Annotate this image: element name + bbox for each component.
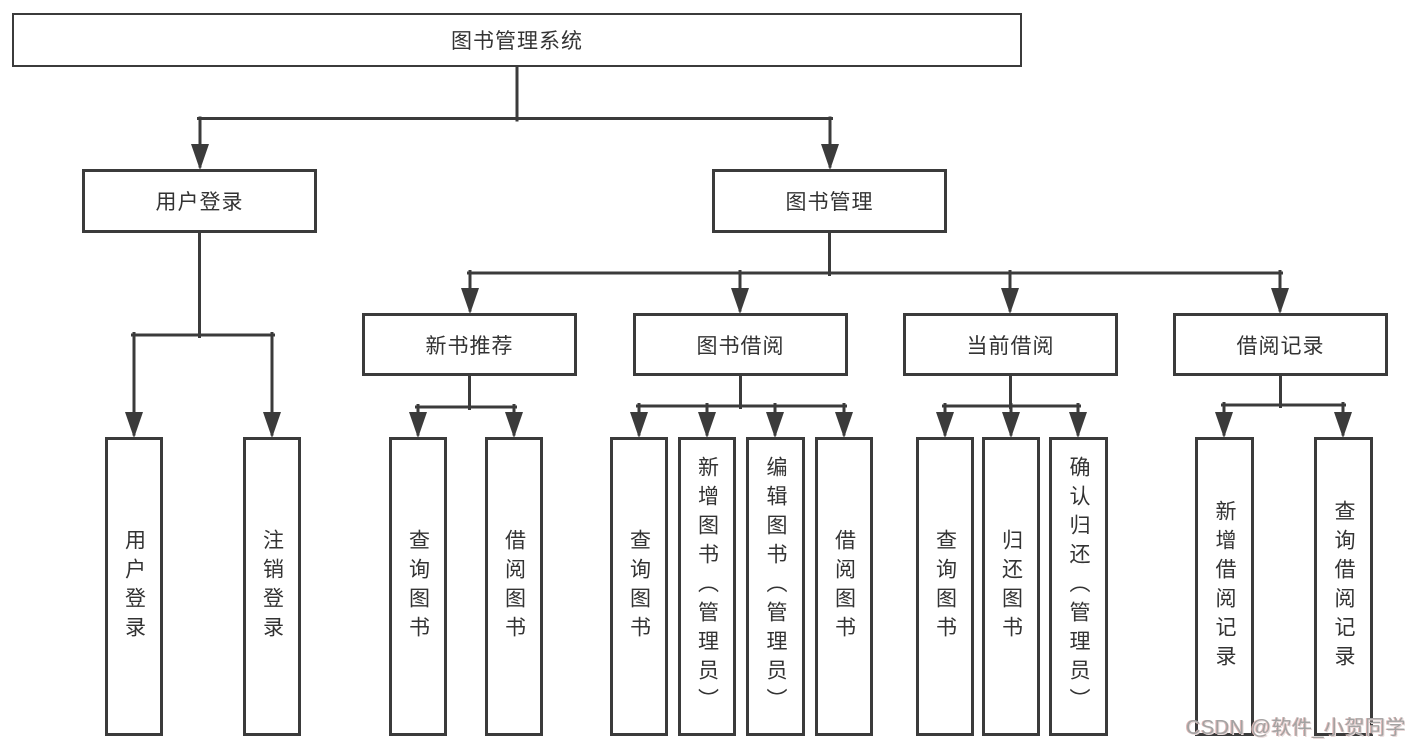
node-label: 图书管理 xyxy=(785,191,874,214)
arrow-down-icon xyxy=(1334,412,1352,438)
connector-bookmgmt-to-level3 xyxy=(467,231,1283,312)
node-label: 查询图书 xyxy=(406,528,430,645)
node-library-system: 图书管理系统 xyxy=(12,13,1022,67)
arrow-down-icon xyxy=(821,144,839,170)
node-book-management: 图书管理 xyxy=(712,169,947,233)
node-label: 借阅记录 xyxy=(1236,334,1325,358)
leaf-confirm-return-admin: 确认归还（管理员） xyxy=(1049,437,1108,736)
leaf-edit-books-admin: 编辑图书（管理员） xyxy=(746,437,805,736)
connector-userlogin-to-leaves xyxy=(131,231,275,436)
node-label: 新增图书（管理员） xyxy=(695,456,719,717)
connector-root-to-level2 xyxy=(197,65,833,168)
node-label: 借阅图书 xyxy=(502,528,526,645)
node-label: 图书借阅 xyxy=(696,334,785,358)
arrow-down-icon xyxy=(125,412,143,438)
arrow-down-icon xyxy=(1001,288,1019,314)
leaf-query-books-borrow: 查询图书 xyxy=(610,437,668,736)
node-label: 查询图书 xyxy=(627,528,651,645)
node-label: 用户登录 xyxy=(155,191,244,214)
node-new-book-recommend: 新书推荐 xyxy=(362,313,577,376)
connector-newbook-to-leaves xyxy=(415,374,517,436)
arrow-down-icon xyxy=(263,412,281,438)
watermark: CSDN @软件_小贺同学 xyxy=(1186,717,1405,739)
arrow-down-icon xyxy=(505,412,523,438)
leaf-borrow-books: 借阅图书 xyxy=(815,437,873,736)
node-label: 确认归还（管理员） xyxy=(1067,456,1090,717)
node-label: 编辑图书（管理员） xyxy=(764,456,787,717)
arrow-down-icon xyxy=(936,412,954,438)
leaf-add-books-admin: 新增图书（管理员） xyxy=(678,437,736,736)
leaf-user-login: 用户登录 xyxy=(105,437,163,736)
leaf-return-books: 归还图书 xyxy=(982,437,1040,736)
connector-borrowrecords-to-leaves xyxy=(1221,374,1346,436)
arrow-down-icon xyxy=(731,288,749,314)
node-label: 注销登录 xyxy=(260,528,284,645)
node-user-login: 用户登录 xyxy=(82,169,317,233)
arrow-down-icon xyxy=(698,412,716,438)
arrow-down-icon xyxy=(1002,412,1020,438)
node-current-borrow: 当前借阅 xyxy=(903,313,1118,376)
node-label: 当前借阅 xyxy=(966,334,1055,358)
node-book-borrow: 图书借阅 xyxy=(633,313,848,376)
node-label: 借阅图书 xyxy=(832,528,856,645)
arrow-down-icon xyxy=(1215,412,1233,438)
node-label: 归还图书 xyxy=(999,528,1023,645)
arrow-down-icon xyxy=(630,412,648,438)
connector-bookborrow-to-leaves xyxy=(636,374,847,436)
node-label: 图书管理系统 xyxy=(451,30,583,53)
node-label: 新增借阅记录 xyxy=(1213,499,1236,674)
node-label: 查询图书 xyxy=(933,528,957,645)
leaf-query-books-current: 查询图书 xyxy=(916,437,974,736)
node-label: 用户登录 xyxy=(122,528,146,645)
node-borrow-records: 借阅记录 xyxy=(1173,313,1388,376)
leaf-add-borrow-record: 新增借阅记录 xyxy=(1195,437,1254,736)
arrow-down-icon xyxy=(409,412,427,438)
arrow-down-icon xyxy=(461,288,479,314)
node-label: 新书推荐 xyxy=(425,334,514,358)
leaf-borrow-books-recommend: 借阅图书 xyxy=(485,437,543,736)
arrow-down-icon xyxy=(1069,412,1087,438)
arrow-down-icon xyxy=(191,144,209,170)
node-label: 查询借阅记录 xyxy=(1332,499,1355,674)
leaf-query-borrow-record: 查询借阅记录 xyxy=(1314,437,1373,736)
arrow-down-icon xyxy=(1271,288,1289,314)
arrow-down-icon xyxy=(766,412,784,438)
leaf-query-books-recommend: 查询图书 xyxy=(389,437,447,736)
leaf-logout: 注销登录 xyxy=(243,437,301,736)
arrow-down-icon xyxy=(835,412,853,438)
